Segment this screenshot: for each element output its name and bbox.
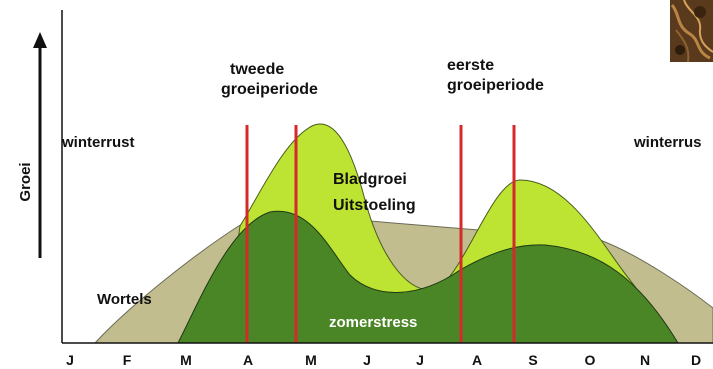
month-label: M (180, 352, 192, 368)
label-winterrust-right: winterrus (633, 134, 702, 151)
month-label: A (472, 352, 482, 368)
month-label: D (691, 352, 701, 368)
month-label: J (66, 352, 74, 368)
month-label: J (416, 352, 424, 368)
month-label: S (528, 352, 537, 368)
month-label: N (640, 352, 650, 368)
roots-photo-thumbnail (670, 0, 713, 63)
y-axis-label: Groei (17, 162, 34, 201)
month-label: A (243, 352, 253, 368)
label-zomerstress: zomerstress (329, 314, 417, 331)
label-winterrust-left: winterrust (61, 134, 135, 151)
label-tweede-line2: groeiperiode (221, 81, 318, 98)
label-wortels: Wortels (97, 291, 152, 308)
month-label: F (123, 352, 132, 368)
month-label: O (585, 352, 596, 368)
growth-arrow-head (33, 32, 47, 48)
label-eerste-line2: groeiperiode (447, 77, 544, 94)
month-label: M (305, 352, 317, 368)
label-eerste-line1: eerste (447, 57, 494, 74)
month-label: J (363, 352, 371, 368)
label-uitstoeling: Uitstoeling (333, 197, 416, 214)
label-tweede-line1: tweede (230, 61, 284, 78)
label-bladgroei: Bladgroei (333, 171, 407, 188)
